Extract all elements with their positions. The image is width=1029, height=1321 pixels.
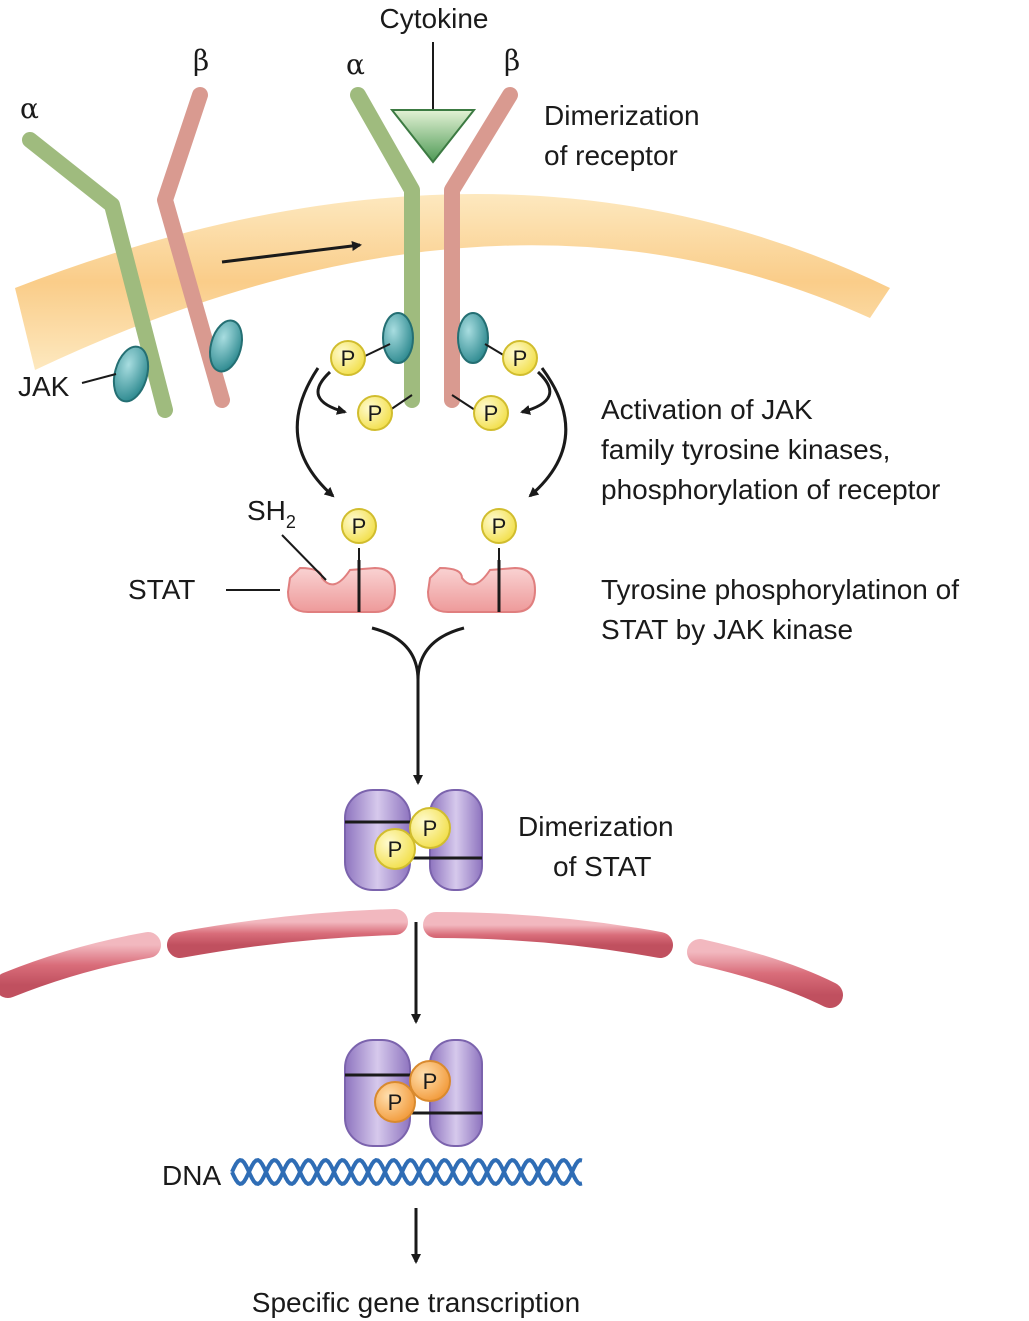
- step-dimerization-stat: Dimerization of STAT: [518, 811, 681, 882]
- phosphate-group: P: [473, 395, 509, 431]
- svg-text:P: P: [484, 401, 499, 426]
- sh2-label: SH2: [247, 495, 296, 532]
- svg-text:P: P: [352, 514, 367, 539]
- merge-bracket: [371, 626, 465, 681]
- svg-text:P: P: [368, 401, 383, 426]
- dimerization-arrow: [221, 241, 362, 264]
- stat-dimer-nuclear: P P: [344, 1039, 483, 1147]
- phosphorylation-arrow: [316, 370, 347, 415]
- beta-chain-unbound: [157, 87, 230, 408]
- phosphorylation-arrow: [520, 370, 552, 415]
- plasma-membrane: [15, 194, 890, 370]
- stat-label: STAT: [128, 574, 195, 605]
- phosphate-group: P: [330, 340, 366, 376]
- step-stat-phosphorylation: Tyrosine phosphorylatinon of STAT by JAK…: [601, 574, 967, 645]
- phosphate-group: P: [481, 508, 517, 544]
- dna-label: DNA: [162, 1160, 221, 1191]
- step-dimerization-receptor: Dimerization of receptor: [544, 100, 707, 171]
- cytokine-label: Cytokine: [380, 3, 489, 34]
- svg-text:P: P: [513, 346, 528, 371]
- jak-label: JAK: [18, 371, 70, 402]
- svg-text:P: P: [423, 1069, 438, 1094]
- jak-icon: [457, 312, 489, 364]
- sh2-pointer: [281, 534, 327, 581]
- stat-monomer: [286, 566, 397, 613]
- svg-text:P: P: [341, 346, 356, 371]
- alpha-label-unbound: α: [20, 92, 39, 125]
- phosphate-group: P: [502, 340, 538, 376]
- step-transcription: Specific gene transcription: [252, 1287, 580, 1318]
- jak-pointer: [81, 373, 117, 384]
- phosphorylation-arrow: [528, 367, 568, 498]
- alpha-label-bound: α: [346, 48, 365, 81]
- jak-icon: [112, 345, 150, 403]
- beta-label-unbound: β: [193, 44, 209, 77]
- nuclear-envelope: [0, 909, 843, 1008]
- jak-icon: [382, 312, 414, 364]
- stat-dimer: P P: [344, 789, 483, 891]
- alpha-chain-unbound: [22, 132, 173, 418]
- beta-label-bound: β: [504, 44, 520, 77]
- phosphate-group: P: [357, 395, 393, 431]
- beta-chain-bound: [444, 87, 518, 408]
- step-activation-jak: Activation of JAK family tyrosine kinase…: [601, 394, 940, 505]
- stat-monomer: [426, 566, 537, 613]
- svg-text:P: P: [388, 1090, 403, 1115]
- svg-text:P: P: [492, 514, 507, 539]
- jak-icon: [209, 319, 243, 373]
- svg-text:P: P: [388, 837, 403, 862]
- phosphorylation-arrow: [295, 367, 335, 498]
- phosphate-group: P: [341, 508, 377, 544]
- dna-helix: [230, 1157, 583, 1187]
- cytokine-icon: [389, 109, 477, 164]
- svg-text:P: P: [423, 816, 438, 841]
